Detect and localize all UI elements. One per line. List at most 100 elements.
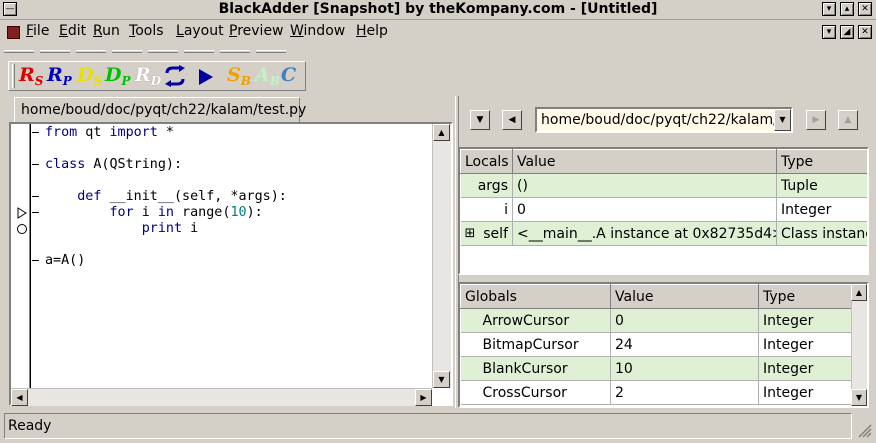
locals-name-text: args <box>477 177 508 194</box>
locals-row[interactable]: args()Tuple <box>460 173 867 198</box>
fold-marker[interactable] <box>32 132 39 133</box>
close-window-button[interactable]: ✕ <box>858 2 872 16</box>
breakpoint-icon[interactable] <box>16 223 28 235</box>
menu-run[interactable]: Run <box>93 23 120 39</box>
globals-column-header[interactable]: Value <box>610 284 759 309</box>
mdi-minimize-button[interactable]: ▾ <box>822 25 836 39</box>
toolbar-handle[interactable] <box>4 50 34 53</box>
continue-button[interactable]: C <box>281 64 296 86</box>
toolbar-grip[interactable] <box>12 64 15 88</box>
code-line[interactable]: a=A() <box>45 253 85 269</box>
scroll-right-arrow-icon[interactable]: ▶ <box>415 389 432 406</box>
toolbar-handle[interactable] <box>112 50 142 53</box>
app-icon <box>7 26 20 39</box>
menu-mnemonic: W <box>290 23 304 39</box>
menu-layout[interactable]: Layout <box>176 23 224 39</box>
toolbar-icon-main: S <box>227 64 241 86</box>
globals-scroll-up-arrow-icon[interactable]: ▲ <box>851 284 867 301</box>
locals-column-header[interactable]: Locals <box>460 149 513 174</box>
mdi-restore-button[interactable]: ◢ <box>840 25 854 39</box>
mdi-close-button[interactable]: ✕ <box>858 25 872 39</box>
step-button[interactable]: SB <box>227 64 251 88</box>
locals-column-header[interactable]: Value <box>512 149 777 174</box>
menu-file[interactable]: File <box>26 23 49 39</box>
code-token <box>45 221 142 236</box>
toolbar-handle[interactable] <box>256 50 286 53</box>
run-script-button[interactable]: RS <box>19 64 43 88</box>
menu-label-rest: ayout <box>183 23 224 39</box>
locals-row[interactable]: ⊞self<__main__.A instance at 0x82735d4>C… <box>460 221 867 246</box>
code-editor[interactable] <box>9 122 453 406</box>
code-area[interactable]: from qt import * class A(QString): def __… <box>32 124 430 388</box>
maximize-button[interactable]: ▴ <box>840 2 854 16</box>
code-line[interactable]: for i in range(10): <box>45 205 263 221</box>
minimize-button[interactable]: ▾ <box>822 2 836 16</box>
code-line[interactable]: print i <box>45 221 198 237</box>
code-line[interactable]: def __init__(self, *args): <box>45 189 287 205</box>
menu-mnemonic: R <box>93 23 103 39</box>
toolbar-handle[interactable] <box>184 50 214 53</box>
toolbar-handle[interactable] <box>220 50 250 53</box>
scroll-left-arrow-icon[interactable]: ◀ <box>11 389 28 406</box>
resize-grip-icon[interactable] <box>856 422 872 438</box>
stack-dropdown-arrow-icon[interactable]: ▼ <box>470 110 490 130</box>
locals-column-header[interactable]: Type <box>776 149 867 174</box>
globals-vertical-scrollbar[interactable] <box>851 284 867 406</box>
back-arrow-icon[interactable]: ◀ <box>502 110 522 130</box>
menu-label-rest: elp <box>366 23 388 39</box>
menu-help[interactable]: Help <box>356 23 388 39</box>
locals-type-cell: Tuple <box>776 173 867 198</box>
code-token: * <box>157 125 174 140</box>
debug-script-button[interactable]: DS <box>77 64 102 88</box>
globals-column-header[interactable]: Globals <box>460 284 611 309</box>
scroll-down-arrow-icon[interactable]: ▼ <box>433 371 450 388</box>
toolbar-icon-sub: D <box>150 74 162 88</box>
editor-vertical-scrollbar[interactable] <box>432 124 451 388</box>
fold-marker[interactable] <box>32 212 39 213</box>
globals-name-text: ArrowCursor <box>482 312 570 329</box>
code-token: __init__(self, *args): <box>101 189 287 204</box>
forward-arrow-icon[interactable]: ▶ <box>806 110 826 130</box>
menu-label-rest: review <box>237 23 284 39</box>
abort-button[interactable]: AB <box>255 64 280 88</box>
debug-project-button[interactable]: DP <box>105 64 131 88</box>
fold-marker[interactable] <box>32 164 39 165</box>
stack-frame-combo[interactable]: home/boud/doc/pyqt/ch22/kalam/test.py ▼ <box>535 107 793 133</box>
toolbar-handle[interactable] <box>148 50 178 53</box>
play-icon[interactable] <box>197 68 215 86</box>
toolbar-icon-main: R <box>135 64 151 86</box>
expand-icon[interactable]: ⊞ <box>464 225 476 241</box>
run-project-button[interactable]: RP <box>47 64 72 88</box>
fold-marker[interactable] <box>32 196 39 197</box>
editor-file-tab[interactable]: home/boud/doc/pyqt/ch22/kalam/test.py <box>14 97 306 123</box>
restart-debugger-button[interactable]: RD <box>135 64 162 88</box>
toolbar-handle[interactable] <box>40 50 70 53</box>
globals-column-header[interactable]: Type <box>758 284 852 309</box>
globals-scroll-down-arrow-icon[interactable]: ▼ <box>851 389 867 406</box>
step-loop-icon[interactable] <box>163 65 187 87</box>
menu-edit[interactable]: Edit <box>59 23 86 39</box>
menu-window[interactable]: Window <box>290 23 345 39</box>
combo-arrow-icon[interactable]: ▼ <box>774 109 791 131</box>
keyword-token: def <box>77 189 102 204</box>
scroll-up-arrow-icon[interactable]: ▲ <box>433 124 450 141</box>
fold-marker[interactable] <box>32 260 39 261</box>
toolbar-icon-main: D <box>105 64 122 86</box>
window-menu-button[interactable]: — <box>3 2 17 16</box>
up-arrow-icon[interactable]: ▲ <box>838 110 858 130</box>
code-line[interactable]: from qt import * <box>45 125 174 141</box>
editor-horizontal-scrollbar[interactable] <box>11 388 432 406</box>
editor-gutter[interactable] <box>11 124 30 388</box>
menu-preview[interactable]: Preview <box>229 23 284 39</box>
code-line[interactable]: class A(QString): <box>45 157 182 173</box>
toolbar-handle[interactable] <box>76 50 106 53</box>
menu-tools[interactable]: Tools <box>129 23 164 39</box>
code-token: a=A() <box>45 253 86 268</box>
